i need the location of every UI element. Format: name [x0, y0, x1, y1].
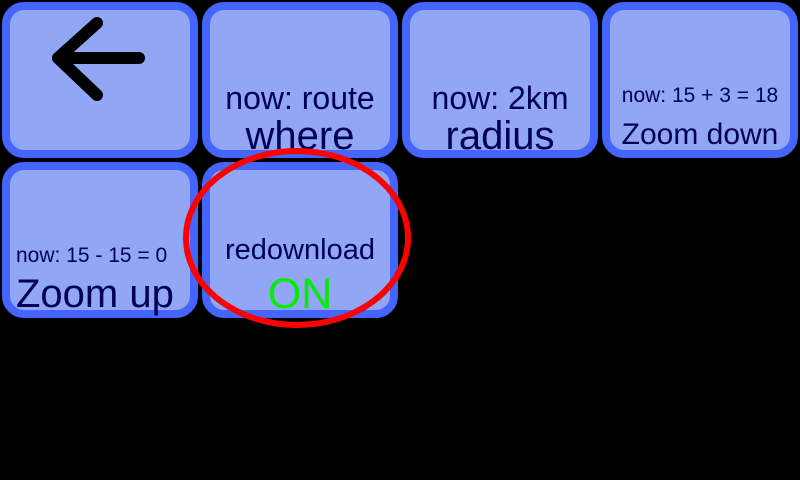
where-status: now: route: [225, 80, 375, 116]
redownload-state: ON: [267, 270, 333, 318]
redownload-label: redownload: [225, 234, 375, 266]
zoom-up-label: Zoom up: [16, 272, 174, 316]
redownload-button[interactable]: redownload ON: [202, 162, 398, 318]
radius-label: radius: [445, 114, 555, 158]
zoom-down-label: Zoom down: [621, 118, 779, 151]
zoom-up-button[interactable]: now: 15 - 15 = 0 Zoom up: [2, 162, 198, 318]
zoom-up-status: now: 15 - 15 = 0: [16, 244, 168, 267]
arrow-left-icon: [52, 17, 145, 101]
where-label: where: [245, 114, 355, 158]
zoom-down-button[interactable]: now: 15 + 3 = 18 Zoom down: [602, 2, 798, 158]
radius-button[interactable]: now: 2km radius: [402, 2, 598, 158]
where-button[interactable]: now: route where: [202, 2, 398, 158]
back-button[interactable]: [2, 2, 198, 158]
zoom-down-status: now: 15 + 3 = 18: [621, 84, 779, 107]
radius-status: now: 2km: [431, 80, 569, 116]
